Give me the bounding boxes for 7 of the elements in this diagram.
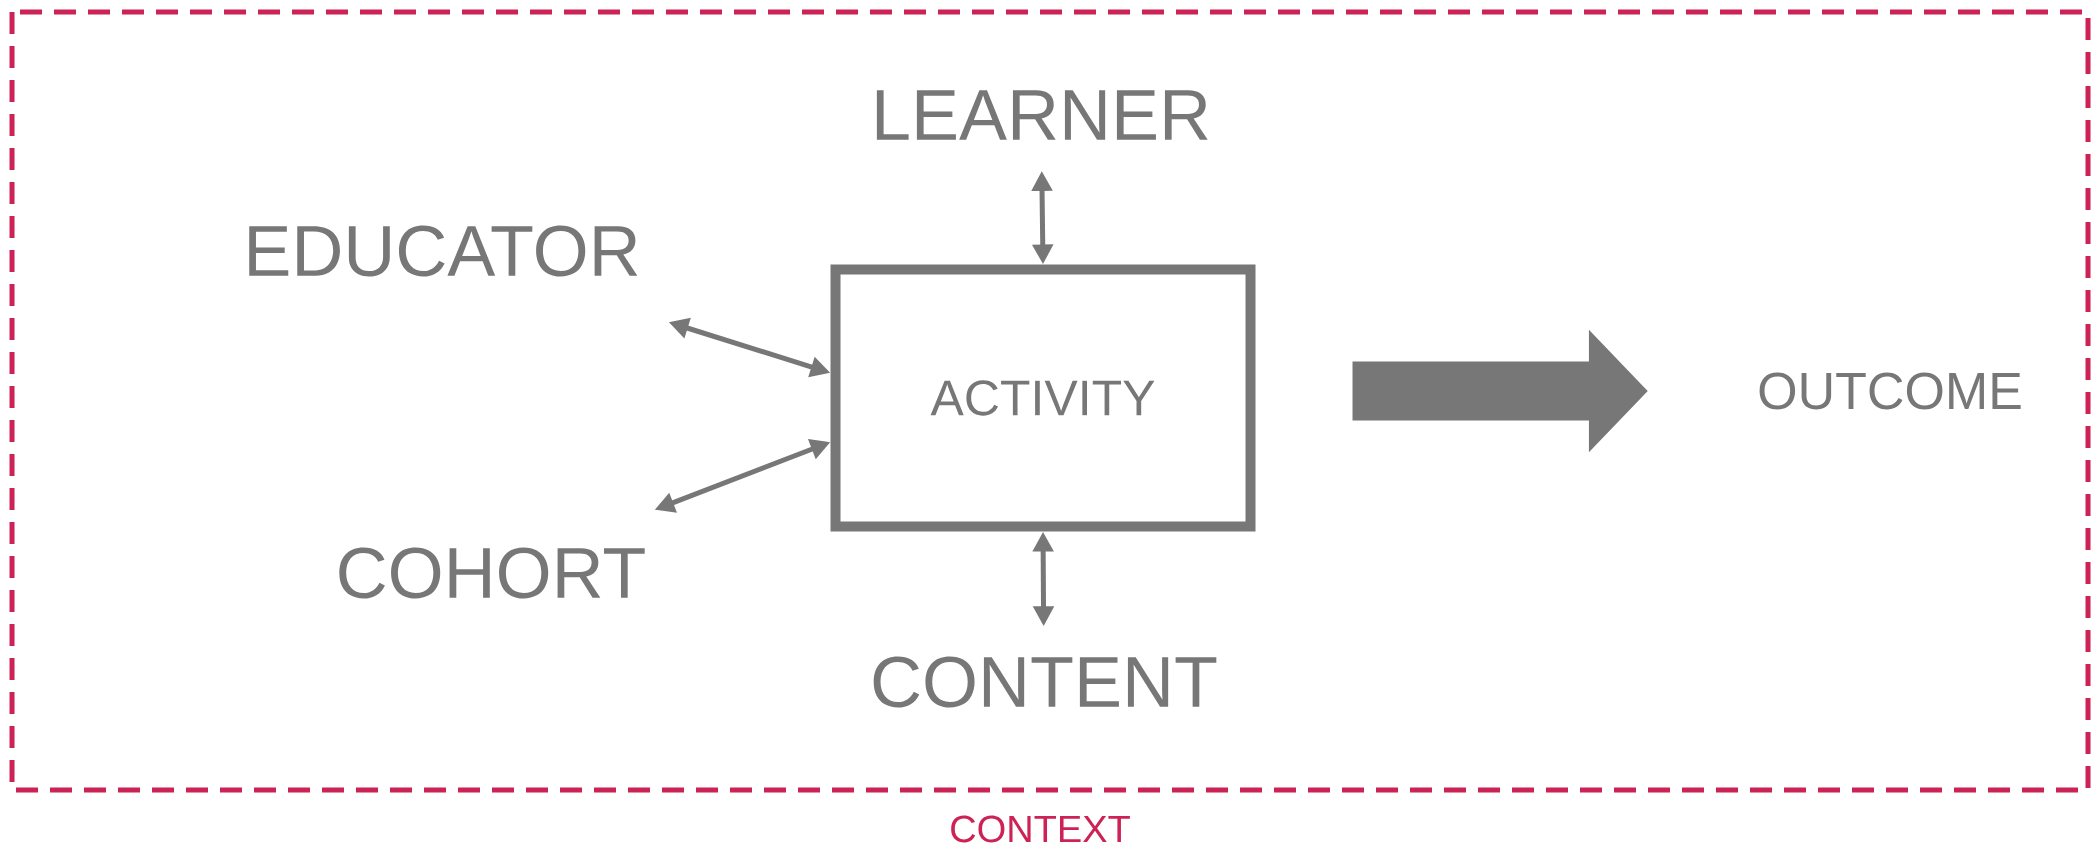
activity-box: ACTIVITY (830, 264, 1256, 532)
label-text: OUTCOME (1759, 372, 2021, 410)
label-text: EDUCATOR (249, 225, 638, 277)
label-text: CONTENT (873, 656, 1217, 708)
label-text: LEARNER (876, 90, 1208, 140)
label-text: COHORT (339, 547, 645, 599)
node-label: CONTEXT (951, 815, 1130, 843)
